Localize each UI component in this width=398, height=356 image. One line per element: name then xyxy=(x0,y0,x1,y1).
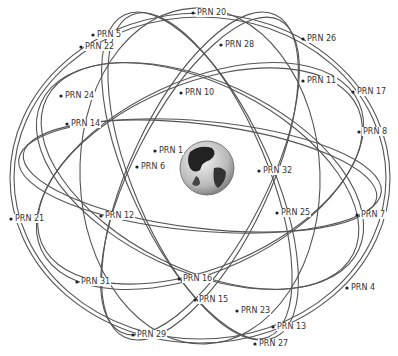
satellite-label: PRN 15 xyxy=(198,295,229,304)
satellite-label: PRN 20 xyxy=(196,8,227,17)
satellite-label: PRN 32 xyxy=(262,166,293,175)
satellite-dot xyxy=(345,286,348,289)
satellite-label: PRN 26 xyxy=(306,34,337,43)
satellite-dot xyxy=(193,298,196,301)
satellite-dot xyxy=(177,277,180,280)
satellite-dot xyxy=(355,213,358,216)
satellite-label: PRN 1 xyxy=(158,146,184,155)
satellite-label: PRN 8 xyxy=(362,127,388,136)
satellite-label: PRN 28 xyxy=(224,40,255,49)
satellite-dot xyxy=(153,149,156,152)
satellite-dot xyxy=(91,33,94,36)
satellite-label: PRN 7 xyxy=(360,210,386,219)
satellite-dot xyxy=(351,90,354,93)
satellite-dot xyxy=(99,214,102,217)
satellite-dot xyxy=(9,217,12,220)
satellite-label: PRN 31 xyxy=(80,277,111,286)
satellite-dot xyxy=(357,130,360,133)
satellite-dot xyxy=(59,94,62,97)
satellite-label: PRN 24 xyxy=(64,91,95,100)
satellite-label: PRN 17 xyxy=(356,87,387,96)
satellite-label: PRN 5 xyxy=(96,30,122,39)
satellite-dot xyxy=(301,37,304,40)
satellite-label: PRN 11 xyxy=(306,76,337,85)
satellite-dot xyxy=(135,165,138,168)
satellite-label: PRN 6 xyxy=(140,162,166,171)
satellite-dot xyxy=(257,169,260,172)
satellite-dot xyxy=(271,325,274,328)
satellite-dot xyxy=(275,211,278,214)
satellite-label: PRN 12 xyxy=(104,211,135,220)
satellite-label: PRN 14 xyxy=(70,119,101,128)
satellite-label: PRN 22 xyxy=(84,42,115,51)
satellite-label: PRN 29 xyxy=(136,330,167,339)
satellite-label: PRN 10 xyxy=(184,88,215,97)
satellite-label: PRN 16 xyxy=(182,274,213,283)
satellite-dot xyxy=(219,43,222,46)
satellite-dot xyxy=(235,309,238,312)
satellite-dot xyxy=(179,91,182,94)
satellite-dot xyxy=(131,333,134,336)
satellite-dot xyxy=(253,342,256,345)
satellite-dot xyxy=(65,122,68,125)
satellite-dot xyxy=(79,45,82,48)
satellite-dot xyxy=(75,280,78,283)
satellite-label: PRN 23 xyxy=(240,306,271,315)
satellite-label: PRN 25 xyxy=(280,208,311,217)
satellite-dot xyxy=(191,11,194,14)
satellite-dot xyxy=(301,79,304,82)
satellite-label: PRN 21 xyxy=(14,214,45,223)
satellite-label: PRN 13 xyxy=(276,322,307,331)
satellite-label: PRN 27 xyxy=(258,339,289,348)
satellite-label: PRN 4 xyxy=(350,283,376,292)
